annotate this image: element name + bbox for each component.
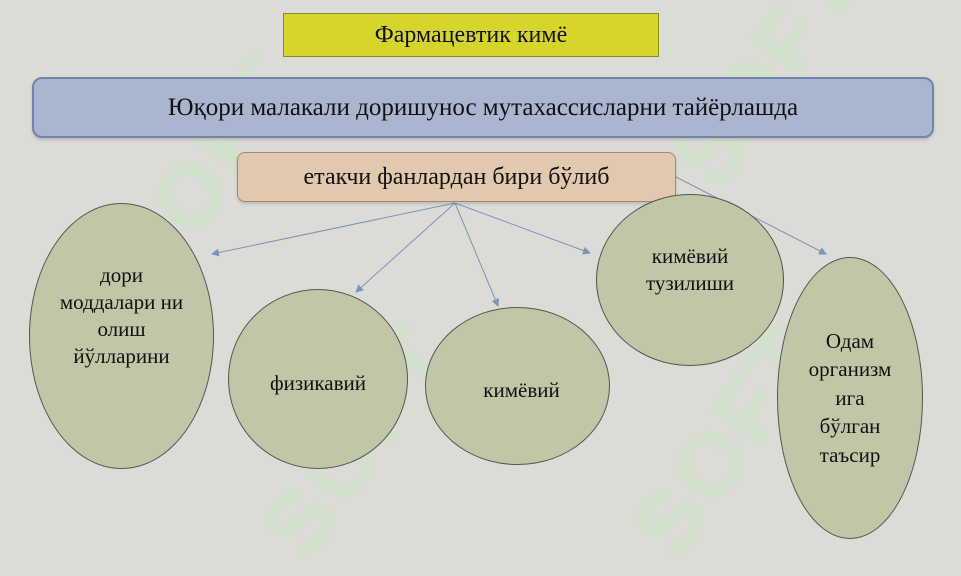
node-ellipse-1: дори моддалари ни олиш йўлларини	[29, 203, 214, 469]
node-label-5: Одам организм ига бўлган таъсир	[808, 329, 892, 467]
title-box: Фармацевтик кимё	[283, 13, 659, 57]
arrow-to-node-3	[454, 202, 499, 307]
arrow-to-node-1	[211, 202, 456, 257]
node-ellipse-4: кимёвий тузилиши	[596, 194, 784, 366]
arrow-to-node-2	[355, 202, 456, 293]
sub-statement-box: етакчи фанлардан бири бўлиб	[237, 152, 676, 202]
sub-statement-text: етакчи фанлардан бири бўлиб	[303, 163, 610, 190]
main-statement-box: Юқори малакали доришунос мутахассисларни…	[32, 77, 934, 138]
node-ellipse-3: кимёвий	[425, 307, 610, 465]
main-statement-text: Юқори малакали доришунос мутахассисларни…	[167, 93, 799, 121]
node-ellipse-5: Одам организм ига бўлган таъсир	[777, 257, 923, 539]
node-label-2: физикавий	[270, 370, 366, 395]
node-ellipse-2: физикавий	[228, 289, 408, 469]
title-text: Фармацевтик кимё	[374, 21, 568, 48]
node-label-1: дори моддалари ни олиш йўлларини	[59, 263, 184, 368]
arrow-to-node-4	[454, 202, 591, 255]
node-label-3: кимёвий	[483, 377, 560, 402]
node-label-4: кимёвий тузилиши	[645, 244, 735, 295]
